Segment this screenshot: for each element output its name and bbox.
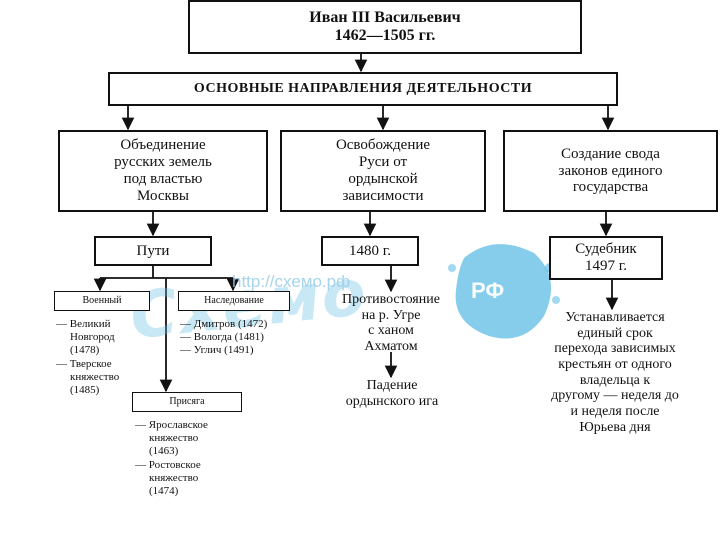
text-line: Противостояние bbox=[342, 292, 440, 307]
list-item: (1478) bbox=[70, 344, 100, 357]
inheritance-box: Наследование bbox=[178, 291, 290, 311]
list-item: — Ярославское bbox=[135, 419, 208, 431]
area-line: Руси от bbox=[358, 154, 408, 171]
law-provision-text: Устанавливается единый срок перехода зав… bbox=[512, 310, 718, 435]
list-item: — Тверское bbox=[56, 357, 112, 370]
directions-label: ОСНОВНЫЕ НАПРАВЛЕНИЯ ДЕЯТЕЛЬНОСТИ bbox=[193, 81, 533, 97]
military-label: Военный bbox=[82, 295, 122, 307]
text-line: Юрьева дня bbox=[579, 419, 651, 435]
text-line: с ханом bbox=[368, 323, 414, 339]
list-item: — Вологда (1481) bbox=[180, 331, 264, 344]
list-item: княжество bbox=[149, 471, 199, 484]
list-item: — Великий bbox=[56, 318, 111, 330]
area-liberation: Освобождение Руси от ордынской зависимос… bbox=[280, 130, 486, 212]
sudebnik-year: 1497 г. bbox=[585, 258, 627, 274]
oath-list: — Ярославское княжество (1463) — Ростовс… bbox=[135, 419, 208, 498]
area-line: Москвы bbox=[137, 187, 189, 204]
directions-box: ОСНОВНЫЕ НАПРАВЛЕНИЯ ДЕЯТЕЛЬНОСТИ bbox=[108, 72, 618, 106]
list-item: (1474) bbox=[149, 484, 179, 497]
sudebnik-box: Судебник 1497 г. bbox=[549, 236, 663, 280]
list-item: — Дмитров (1472) bbox=[180, 318, 268, 330]
military-list: — Великий Новгород (1478) — Тверское кня… bbox=[56, 318, 119, 397]
oath-box: Присяга bbox=[132, 392, 242, 412]
area-line: государства bbox=[572, 179, 649, 196]
inheritance-list: — Дмитров (1472) — Вологда (1481) — Угли… bbox=[180, 318, 267, 358]
area-line: под властью bbox=[123, 171, 203, 187]
list-item: княжество bbox=[70, 370, 120, 383]
fall-of-yoke-text: Падение ордынского ига bbox=[330, 378, 454, 409]
military-box: Военный bbox=[54, 291, 150, 311]
paths-label: Пути bbox=[136, 242, 170, 259]
text-line: другому — неделя до bbox=[551, 388, 679, 404]
text-line: Ахматом bbox=[364, 339, 418, 355]
text-line: и неделя после bbox=[570, 404, 660, 420]
area-line: Создание свода bbox=[561, 145, 660, 162]
text-line: на р. Угре bbox=[361, 307, 421, 323]
area-line: Объединение bbox=[120, 137, 206, 154]
confrontation-text: Противостояние на р. Угре с ханом Ахмато… bbox=[326, 292, 456, 355]
list-item: — Ростовское bbox=[135, 458, 201, 471]
list-item: княжество bbox=[149, 432, 199, 445]
list-item: (1485) bbox=[70, 383, 100, 396]
list-item: (1463) bbox=[149, 445, 179, 458]
text-line: единый срок bbox=[577, 325, 653, 341]
list-item: — Углич (1491) bbox=[180, 344, 254, 357]
oath-label: Присяга bbox=[169, 396, 205, 408]
sudebnik-label: Судебник bbox=[575, 241, 637, 258]
text-line: ордынского ига bbox=[345, 393, 439, 409]
list-item: Новгород bbox=[70, 331, 115, 344]
year-1480-box: 1480 г. bbox=[321, 236, 419, 266]
text-line: перехода зависимых bbox=[554, 341, 676, 357]
area-line: зависимости bbox=[342, 187, 424, 204]
year-1480-label: 1480 г. bbox=[349, 242, 391, 259]
inheritance-label: Наследование bbox=[204, 295, 264, 307]
title-years: 1462—1505 гг. bbox=[334, 27, 436, 44]
area-line: ордынской bbox=[348, 171, 418, 187]
text-line: владельца к bbox=[579, 372, 651, 388]
area-law-code: Создание свода законов единого государст… bbox=[503, 130, 718, 212]
paths-box: Пути bbox=[94, 236, 212, 266]
area-line: законов единого bbox=[558, 162, 663, 179]
text-line: Устанавливается bbox=[565, 310, 665, 325]
text-line: крестьян от одного bbox=[558, 357, 672, 373]
area-line: русских земель bbox=[114, 154, 212, 171]
text-line: Падение bbox=[366, 378, 418, 393]
area-unification: Объединение русских земель под властью М… bbox=[58, 130, 268, 212]
area-line: Освобождение bbox=[335, 137, 431, 154]
title-box: Иван III Васильевич 1462—1505 гг. bbox=[188, 0, 582, 54]
title-name: Иван III Васильевич bbox=[309, 9, 461, 27]
